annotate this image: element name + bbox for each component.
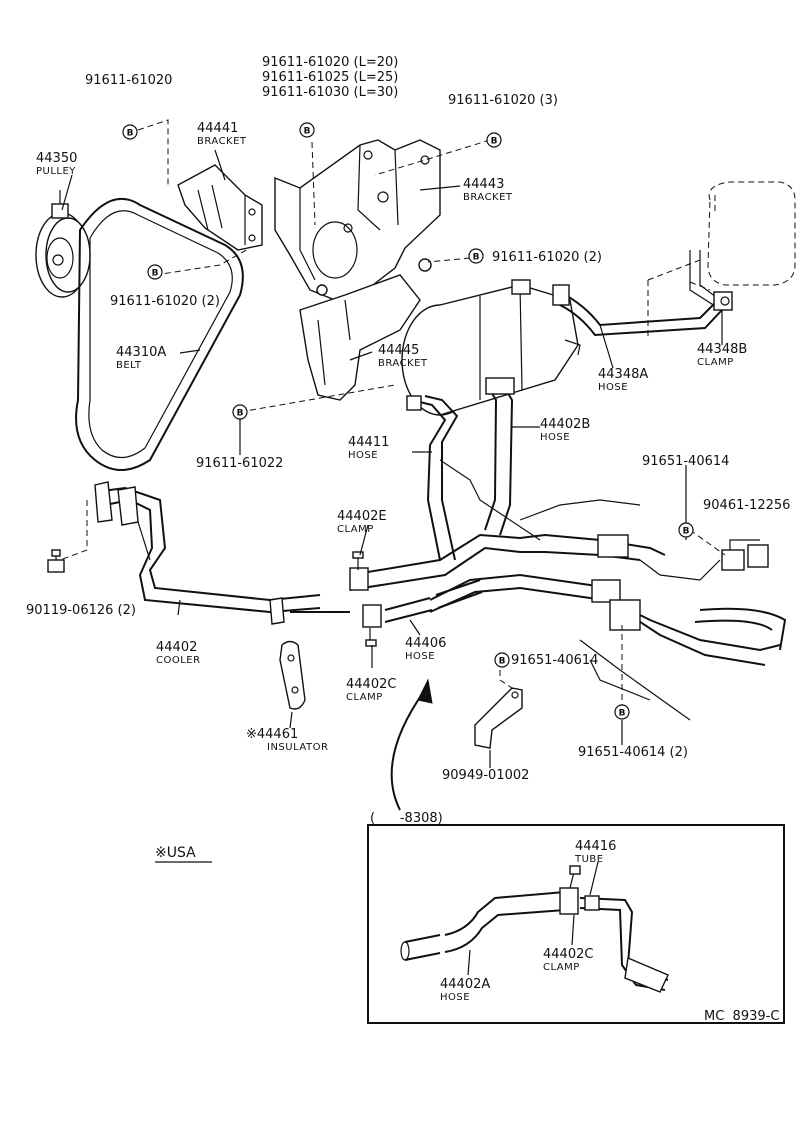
label-cooler-44402: 44402: [156, 640, 197, 655]
label-clamp-44402E: 44402E: [337, 509, 387, 524]
drive-belt: [75, 197, 244, 471]
insulator-44461: [279, 640, 306, 710]
cooler-44402: [94, 481, 350, 625]
bolt-symbol: B: [299, 122, 315, 138]
inset-arrow: [390, 678, 433, 811]
label-inset-clamp-44402C-name: CLAMP: [543, 962, 580, 973]
svg-text:B: B: [683, 527, 690, 537]
label-belt-44310A: 44310A: [116, 345, 166, 360]
label-clamp-44348B: 44348B: [697, 342, 747, 357]
label-insulator-44461: ※44461: [246, 727, 298, 742]
bolt-symbol: B: [147, 264, 163, 280]
label-bolt-length-30: 91611-61030 (L=30): [262, 85, 398, 100]
svg-text:B: B: [491, 137, 498, 147]
dashed-leaders: [59, 119, 726, 710]
label-hose-44411-name: HOSE: [348, 450, 378, 461]
svg-text:B: B: [237, 409, 244, 419]
label-bolt-91651-40614-mid: 91651-40614: [511, 653, 598, 668]
label-bracket-44441-name: BRACKET: [197, 136, 247, 147]
clamp-44402C: [362, 604, 382, 647]
hose-44348A: [552, 284, 733, 337]
pressure-lines: [349, 459, 787, 721]
label-bracket-90949-01002: 90949-01002: [442, 768, 529, 783]
bracket-44445: [299, 274, 421, 401]
label-hose-44348A-name: HOSE: [598, 382, 628, 393]
svg-text:B: B: [127, 129, 134, 139]
svg-text:B: B: [152, 269, 159, 279]
label-hose-44402A-name: HOSE: [440, 992, 470, 1003]
label-figure-code: MC 8939-C: [704, 1009, 779, 1024]
label-bracket-44445: 44445: [378, 343, 419, 358]
label-inset-range: ( -8308): [370, 811, 443, 826]
svg-text:B: B: [619, 709, 626, 719]
hose-44406: [384, 579, 483, 623]
bolt-90119-06126: [47, 549, 65, 573]
label-clamp-44402E-name: CLAMP: [337, 524, 374, 535]
label-bolt-91611-61022: 91611-61022: [196, 456, 283, 471]
label-bolt-91611-61020-2-left: 91611-61020 (2): [110, 294, 220, 309]
bolt-symbol: B: [494, 652, 510, 668]
bolt-symbol: B: [614, 704, 630, 720]
label-hose-44411: 44411: [348, 435, 389, 450]
label-bolt-91611-61020-2-right: 91611-61020 (2): [492, 250, 602, 265]
label-bolt-91611-61020: 91611-61020: [85, 73, 172, 88]
label-hose-44402B-name: HOSE: [540, 432, 570, 443]
label-bracket-44441: 44441: [197, 121, 238, 136]
label-inset-clamp-44402C: 44402C: [543, 947, 593, 962]
bracket-44441: [177, 164, 263, 251]
label-bolt-length-20: 91611-61020 (L=20): [262, 55, 398, 70]
svg-text:B: B: [304, 127, 311, 137]
label-bracket-44445-name: BRACKET: [378, 358, 428, 369]
label-clamp-44402C: 44402C: [346, 677, 396, 692]
hose-44411: [406, 395, 459, 561]
label-hose-44402B: 44402B: [540, 417, 590, 432]
bolt-symbol: B: [468, 248, 484, 264]
bolt-symbol: B: [122, 124, 138, 140]
clamp-44402E: [349, 551, 369, 591]
label-bolt-91651-40614-top: 91651-40614: [642, 454, 729, 469]
bracket-90949-01002: [474, 687, 523, 749]
label-belt-44310A-name: BELT: [116, 360, 142, 371]
label-hose-44406-name: HOSE: [405, 651, 435, 662]
bracket-44443: [274, 139, 441, 301]
power-steering-pump: [401, 279, 581, 416]
inset-clamp-44402C: [559, 865, 581, 915]
inset-hose-44402A: [400, 891, 566, 961]
label-insulator-44461-name: INSULATOR: [267, 742, 328, 753]
label-bolt-91651-40614-2: 91651-40614 (2): [578, 745, 688, 760]
leader-lines: [61, 149, 723, 768]
svg-text:B: B: [499, 657, 506, 667]
label-tube-44416: 44416: [575, 839, 616, 854]
label-bracket-44443: 44443: [463, 177, 504, 192]
inset-tube-44416: [579, 895, 669, 993]
label-hose-44402A: 44402A: [440, 977, 490, 992]
label-bracket-44443-name: BRACKET: [463, 192, 513, 203]
label-usa-note: ※USA: [155, 845, 196, 861]
label-hose-44348A: 44348A: [598, 367, 648, 382]
inset-box: [367, 824, 785, 1024]
label-bolt-91611-61020-3: 91611-61020 (3): [448, 93, 558, 108]
bolt-symbols: B B B B B B B B B: [122, 122, 694, 720]
label-tube-44416-name: TUBE: [574, 854, 604, 865]
fluid-reservoir: [689, 181, 796, 307]
label-hose-44406: 44406: [405, 636, 446, 651]
bolt-symbol: B: [678, 522, 694, 538]
label-bolt-length-25: 91611-61025 (L=25): [262, 70, 398, 85]
label-pulley-44350: 44350: [36, 151, 77, 166]
label-bolt-90461-12256: 90461-12256: [703, 498, 790, 513]
label-pulley-44350-name: PULLEY: [36, 166, 76, 177]
svg-text:B: B: [473, 253, 480, 263]
bolt-symbol: B: [232, 404, 248, 420]
clamp-90461-12256: [721, 539, 769, 571]
label-clamp-44348B-name: CLAMP: [697, 357, 734, 368]
bolt-symbol: B: [486, 132, 502, 148]
label-clamp-44402C-name: CLAMP: [346, 692, 383, 703]
label-bolt-90119-06126: 90119-06126 (2): [26, 603, 136, 618]
hose-44402B: [484, 377, 515, 536]
label-cooler-44402-name: COOLER: [156, 655, 201, 666]
part-labels: 91611-61020 91611-61020 (L=20) 91611-610…: [26, 55, 790, 1024]
